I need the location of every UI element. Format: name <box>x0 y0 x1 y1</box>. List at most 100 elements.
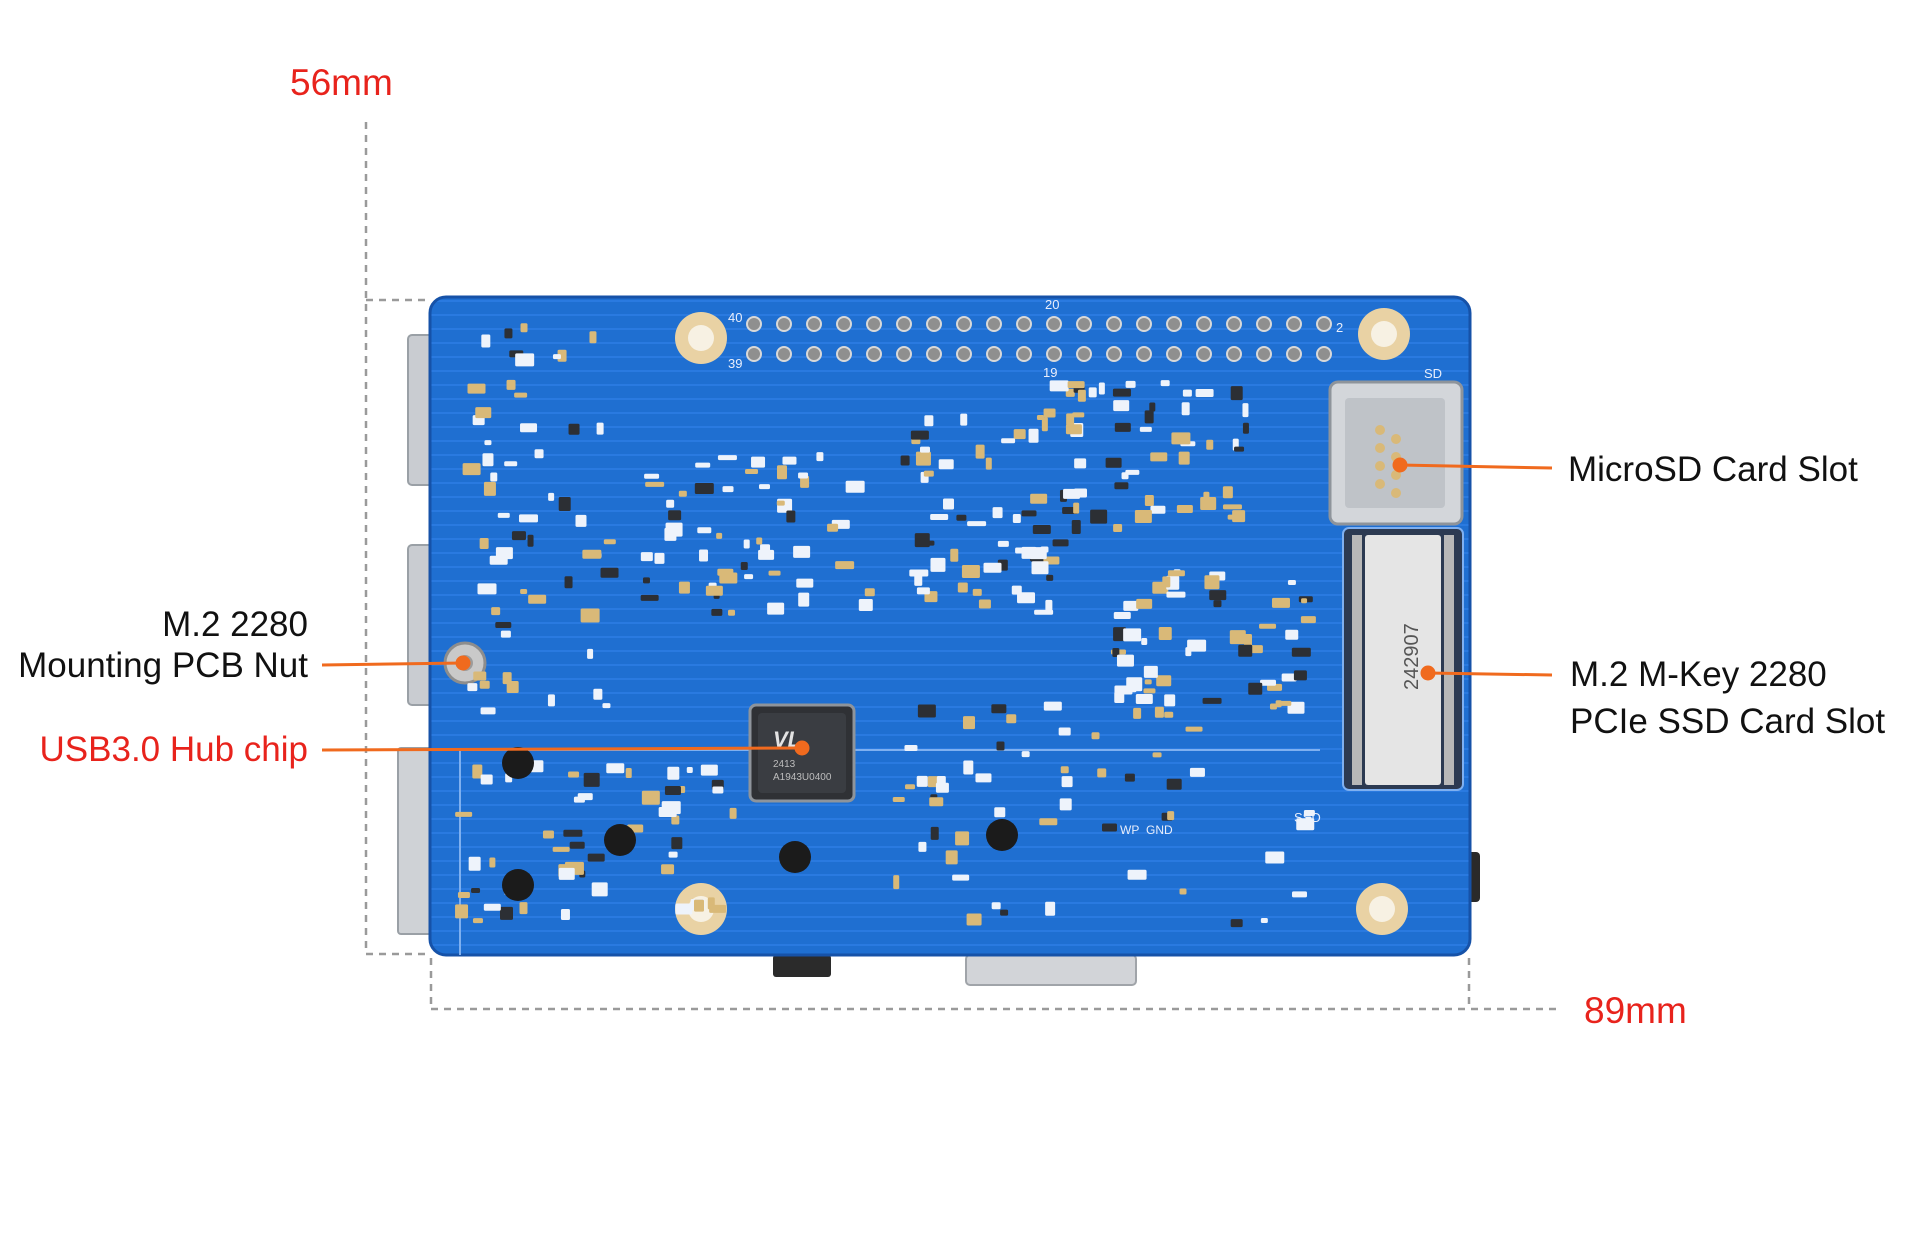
smd-component <box>479 680 490 689</box>
smd-component <box>991 704 1007 714</box>
smd-component <box>573 796 585 803</box>
smd-component <box>1116 654 1134 667</box>
smd-component <box>1113 524 1123 533</box>
smd-component <box>768 570 781 576</box>
smd-component <box>1049 380 1069 392</box>
smd-component <box>1260 679 1277 686</box>
gpio-pin <box>866 316 882 332</box>
smd-component <box>712 786 724 794</box>
smd-component <box>978 599 991 609</box>
smd-component <box>675 903 693 915</box>
smd-component <box>1185 647 1192 657</box>
smd-component <box>1185 726 1203 732</box>
gpio-pin <box>1046 316 1062 332</box>
smd-component <box>1292 891 1308 898</box>
leader-lines <box>321 457 1553 756</box>
smd-component <box>728 609 736 616</box>
smd-component <box>481 334 491 348</box>
smd-component <box>564 576 573 589</box>
smd-component <box>918 841 927 852</box>
smd-component <box>892 797 905 803</box>
smd-component <box>1015 547 1034 554</box>
smd-component <box>519 902 528 915</box>
smd-component <box>1154 706 1164 718</box>
gpio-pin <box>1256 316 1272 332</box>
smd-component <box>916 587 930 595</box>
chip-text-2: A1943U0400 <box>773 772 832 783</box>
m2-slot-callout-line1: M.2 M-Key 2280 <box>1570 655 1827 694</box>
smd-component <box>1293 670 1307 681</box>
gpio-pin <box>836 346 852 362</box>
smd-component <box>1012 513 1021 523</box>
smd-component <box>1114 685 1133 695</box>
gpio-pin <box>1166 346 1182 362</box>
surface-components <box>455 323 1316 928</box>
smd-component <box>1061 776 1073 788</box>
smd-component <box>1204 575 1220 590</box>
smd-component <box>514 392 528 398</box>
smd-component <box>596 422 604 435</box>
smd-component <box>1269 703 1277 710</box>
smd-component <box>960 413 968 426</box>
smd-component <box>930 557 946 572</box>
smd-component <box>1032 524 1051 534</box>
smd-component <box>1158 627 1172 641</box>
smd-component <box>482 453 494 467</box>
gpio-pin <box>1286 316 1302 332</box>
smd-component <box>1287 580 1296 586</box>
gpio-pin <box>1316 316 1332 332</box>
smd-component <box>694 899 705 912</box>
smd-component <box>1144 410 1154 424</box>
smd-component <box>945 850 958 865</box>
smd-component <box>654 552 665 564</box>
dimension-lines <box>364 122 1560 1011</box>
smd-component <box>489 857 496 868</box>
smd-component <box>955 831 970 846</box>
smd-component <box>1101 823 1117 832</box>
smd-component <box>957 582 968 593</box>
smd-component <box>552 354 561 360</box>
smd-component <box>602 703 611 709</box>
smd-component <box>717 455 737 461</box>
smd-component <box>1058 727 1071 736</box>
smd-component <box>1065 424 1082 435</box>
smd-component <box>467 683 478 692</box>
smd-component <box>935 782 949 793</box>
smd-component <box>694 483 714 495</box>
smd-component <box>800 475 810 488</box>
smd-component <box>455 811 473 817</box>
smd-component <box>1034 609 1054 615</box>
smd-component <box>587 648 594 659</box>
smd-component <box>1001 438 1016 444</box>
gpio-pin <box>1166 316 1182 332</box>
smd-component <box>1150 452 1168 462</box>
smd-component <box>835 561 855 570</box>
smd-component <box>1248 682 1263 695</box>
smd-component <box>1052 539 1069 547</box>
gpio-pin <box>1196 316 1212 332</box>
smd-component <box>858 599 873 612</box>
smd-component <box>722 486 734 493</box>
smd-component <box>758 549 775 560</box>
smd-component <box>1098 382 1105 395</box>
smd-component <box>1166 778 1182 790</box>
smd-component <box>929 797 944 807</box>
smd-component <box>796 578 814 588</box>
gpio-pin <box>1016 346 1032 362</box>
smd-component <box>1203 491 1210 501</box>
smd-component <box>992 507 1003 519</box>
smd-component <box>1149 402 1156 412</box>
smd-component <box>1230 919 1243 928</box>
smd-component <box>1167 570 1185 577</box>
smd-component <box>1144 679 1152 685</box>
smd-component <box>1046 574 1054 581</box>
smd-component <box>985 457 992 470</box>
smd-component <box>1279 700 1292 706</box>
smd-component <box>479 537 489 549</box>
gpio-pin <box>956 316 972 332</box>
smd-component <box>845 480 865 493</box>
smd-component <box>1179 888 1187 895</box>
m2-slot <box>1342 527 1464 791</box>
gpio-pin <box>986 346 1002 362</box>
smd-component <box>950 548 959 562</box>
